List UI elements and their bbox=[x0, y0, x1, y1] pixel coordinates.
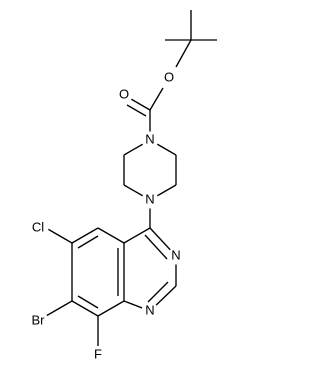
atom-n-ring-right: N bbox=[171, 247, 180, 262]
bond-carbonyl-double-b bbox=[126, 104, 147, 117]
bond-c4a-c4 bbox=[123, 227, 151, 244]
bond-c8-c8a bbox=[97, 300, 125, 317]
atom-f: F bbox=[94, 346, 102, 361]
bond-tbu-oxygen bbox=[175, 39, 192, 68]
atom-bg-n-ring-bottom bbox=[141, 302, 159, 320]
bond-c5-c6-a bbox=[71, 227, 99, 244]
atom-bg-n-piperazine-aryl bbox=[141, 191, 159, 209]
bond-c6-cl bbox=[45, 227, 73, 244]
bond-c2-n1-b bbox=[147, 281, 169, 303]
atom-n-carbamate: N bbox=[145, 131, 154, 146]
bond-carbonyl-double-a bbox=[130, 98, 151, 111]
atom-bg-n-carbamate bbox=[141, 131, 159, 149]
atom-n-piperazine-aryl: N bbox=[145, 191, 154, 206]
bond-c4-n3-b bbox=[144, 234, 168, 260]
bond-c7-c8 bbox=[71, 300, 99, 317]
atom-n-ring-bottom: N bbox=[145, 302, 154, 317]
atom-br: Br bbox=[32, 312, 46, 327]
atom-bg-o-ether bbox=[160, 69, 178, 87]
atom-cl: Cl bbox=[32, 219, 44, 234]
atom-bg-br bbox=[27, 310, 49, 332]
atom-o-ether: O bbox=[164, 69, 174, 84]
bond-c5-c6-b bbox=[77, 235, 99, 249]
bond-c7-br bbox=[45, 300, 73, 317]
structure-diagram: O O N N N N Cl Br F bbox=[27, 10, 217, 364]
bond-c7-c8-inner bbox=[77, 295, 99, 309]
bond-oxygen-carbonyl bbox=[149, 87, 164, 111]
atom-bg-n-ring-right bbox=[167, 247, 185, 265]
molecule-canvas: O O N N N N Cl Br F bbox=[27, 10, 217, 364]
atom-o-carbonyl: O bbox=[119, 86, 129, 101]
atom-bg-cl bbox=[27, 217, 49, 239]
bond-c4a-c5 bbox=[97, 227, 125, 244]
atom-bg-f bbox=[89, 346, 107, 364]
atom-bg-o-carbonyl bbox=[115, 86, 133, 104]
